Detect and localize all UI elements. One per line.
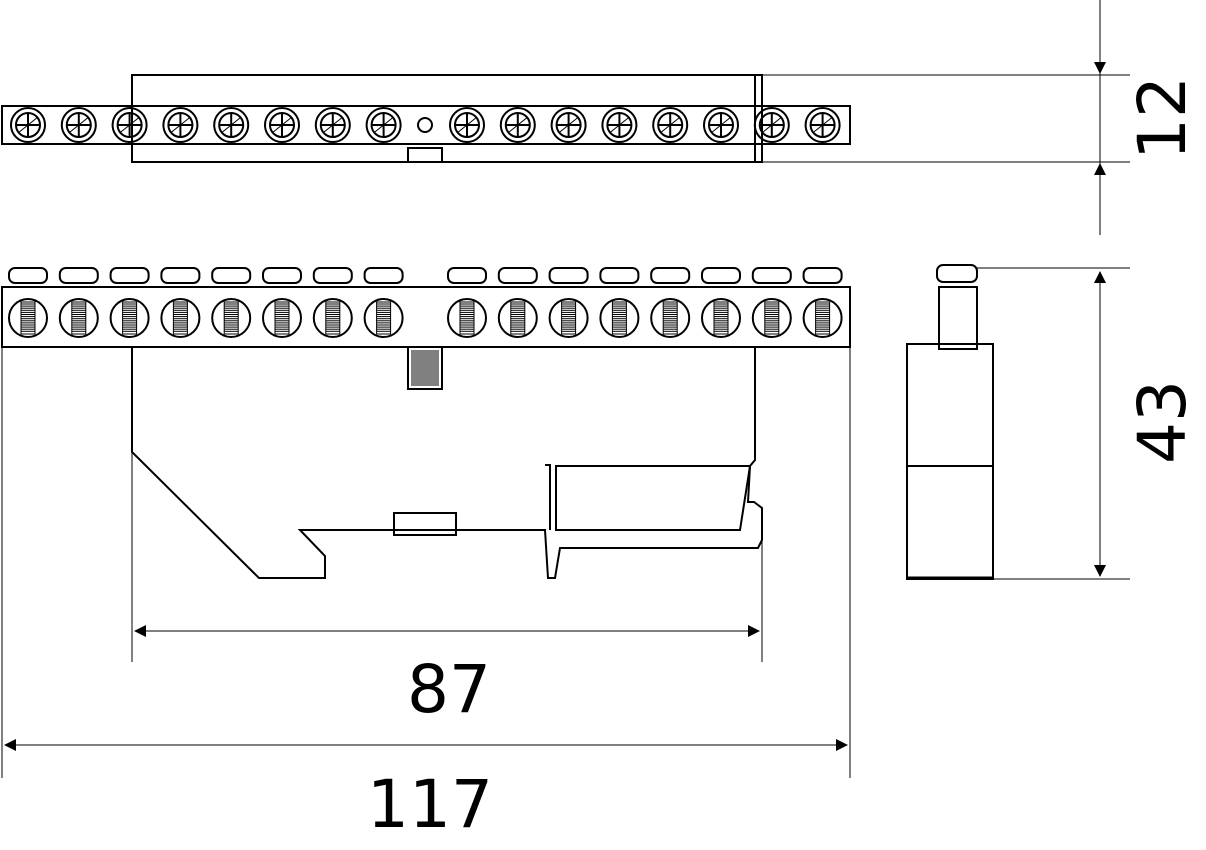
terminal-cap (751, 267, 792, 284)
top-screw-icon (601, 107, 638, 143)
front-screw-icon (802, 298, 843, 338)
terminal-cap (58, 267, 99, 284)
top-screw-icon (162, 107, 199, 143)
front-housing (131, 347, 763, 579)
top-screw-icon (264, 107, 300, 143)
front-screw-icon (58, 298, 99, 338)
rail-clip (555, 465, 752, 531)
terminal-cap (650, 267, 691, 284)
front-screw-icon (650, 298, 691, 338)
top-screw-icon (314, 107, 351, 143)
top-screw-icon (449, 107, 485, 143)
center-stud (407, 346, 443, 390)
label-tab (393, 512, 457, 536)
top-screw-icon (365, 107, 402, 143)
front-screw-icon (8, 298, 48, 338)
top-screw-icon (60, 107, 97, 143)
terminal-cap (262, 267, 302, 284)
top-housing (131, 74, 763, 163)
side-screw-body (938, 286, 978, 350)
front-screw-icon (109, 298, 150, 338)
front-screw-icon (548, 298, 589, 338)
terminal-cap (8, 267, 48, 284)
top-screw-icon (550, 107, 587, 143)
terminal-cap (211, 267, 252, 284)
front-screw-icon (497, 298, 538, 338)
top-housing-notch (407, 147, 443, 163)
front-screw-icon (447, 298, 487, 338)
dim-label-87: 87 (407, 651, 491, 728)
front-screw-icon (160, 298, 201, 338)
terminal-cap (548, 267, 589, 284)
top-screw-icon (111, 107, 148, 143)
top-screw-icon (499, 107, 536, 143)
front-screw-icon (262, 298, 302, 338)
terminal-cap (599, 267, 640, 284)
terminal-cap (312, 267, 353, 284)
side-cap (936, 264, 978, 283)
front-screw-icon (312, 298, 353, 338)
front-screw-icon (701, 298, 741, 338)
top-view (1, 74, 851, 163)
top-screw-icon (703, 107, 739, 143)
top-screw-icon (10, 107, 46, 143)
front-caps (8, 267, 843, 284)
top-screws (10, 107, 841, 143)
top-screw-icon (753, 107, 790, 143)
terminal-cap (701, 267, 741, 284)
terminal-cap (497, 267, 538, 284)
dim-label-43: 43 (1124, 380, 1201, 464)
terminal-cap (363, 267, 404, 284)
side-housing (906, 343, 994, 580)
terminal-cap (447, 267, 487, 284)
dim-label-12: 12 (1124, 76, 1201, 160)
terminal-cap (160, 267, 201, 284)
top-busbar (1, 105, 851, 145)
top-screw-icon (213, 107, 250, 143)
top-screw-icon (652, 107, 689, 143)
terminal-cap (109, 267, 150, 284)
front-screw-icon (599, 298, 640, 338)
dimension-lines (1, 0, 1130, 778)
front-view (1, 267, 851, 579)
top-center-hole (417, 117, 433, 133)
front-screw-icon (363, 298, 404, 338)
front-screws (8, 298, 843, 338)
dimension-labels: 12 43 87 117 (367, 76, 1201, 843)
top-screw-icon (804, 107, 841, 143)
front-screw-icon (211, 298, 252, 338)
front-screw-icon (751, 298, 792, 338)
side-view (906, 264, 994, 580)
terminal-cap (802, 267, 843, 284)
dim-label-117: 117 (367, 766, 493, 843)
